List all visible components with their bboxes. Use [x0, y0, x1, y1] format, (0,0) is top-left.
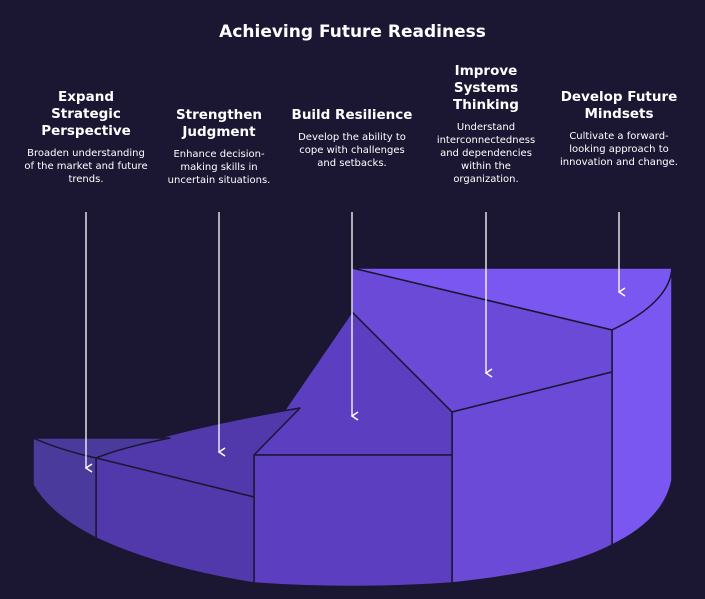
step-4-description: Understand interconnectedness and depend…	[436, 122, 536, 185]
step-2-title: Strengthen Judgment	[175, 107, 263, 140]
step-5-front	[611, 267, 673, 546]
step-1-label: Expand Strategic Perspective Broaden und…	[24, 89, 148, 186]
step-3-description: Develop the ability to cope with challen…	[298, 132, 406, 169]
step-3-front	[253, 454, 453, 588]
diagram-title: Achieving Future Readiness	[219, 22, 486, 42]
step-4-title: Improve Systems Thinking	[453, 63, 519, 113]
step-1-front	[32, 437, 97, 539]
step-5-label: Develop Future Mindsets Cultivate a forw…	[557, 89, 681, 169]
step-4-label: Improve Systems Thinking Understand inte…	[430, 63, 542, 186]
step-2-front	[95, 457, 255, 584]
step-2-description: Enhance decision-making skills in uncert…	[167, 149, 271, 186]
step-5-title: Develop Future Mindsets	[560, 89, 678, 122]
step-2-label: Strengthen Judgment Enhance decision-mak…	[157, 107, 281, 187]
step-1-title: Expand Strategic Perspective	[41, 89, 131, 139]
step-3-title: Build Resilience	[291, 107, 413, 123]
step-1-description: Broaden understanding of the market and …	[24, 148, 148, 185]
step-5-description: Cultivate a forward-looking approach to …	[560, 131, 678, 168]
step-3-label: Build Resilience Develop the ability to …	[290, 107, 414, 170]
step-4-front	[451, 371, 613, 584]
